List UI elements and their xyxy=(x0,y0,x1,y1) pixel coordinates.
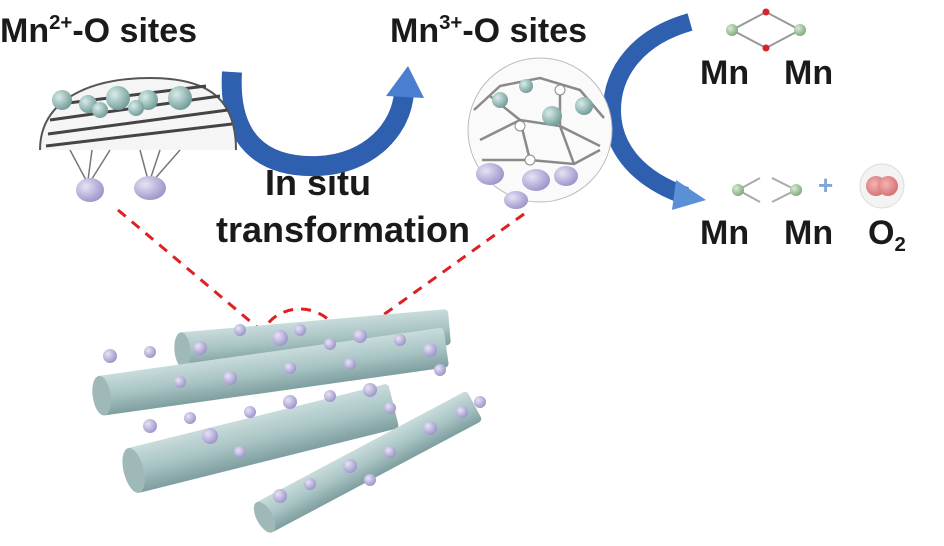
mn2-sites-label: Mn2+-O sites xyxy=(0,11,198,50)
mn2-structure xyxy=(39,76,237,202)
mn2-charge: 2+ xyxy=(49,11,73,34)
mn-bottom-left-label: Mn xyxy=(700,214,750,252)
mn3-sites-label: Mn3+-O sites xyxy=(390,11,588,50)
mn-mn-broken xyxy=(732,177,802,203)
o2-molecule-icon xyxy=(859,163,905,209)
o2-base: O xyxy=(868,214,895,252)
mn2-suffix: -O sites xyxy=(72,12,198,50)
o2-label: O2 xyxy=(868,214,906,255)
product-arrowhead xyxy=(672,180,706,210)
transformation-arrowhead xyxy=(386,66,424,98)
surface-particles xyxy=(103,324,486,503)
mn3-structure xyxy=(467,57,613,209)
o2-subscript: 2 xyxy=(894,234,906,257)
mn-bottom-right-label: Mn xyxy=(784,214,834,252)
mn-top-left-label: Mn xyxy=(700,54,750,92)
nanorod-2 xyxy=(92,327,449,416)
product-split-arrow xyxy=(602,13,706,210)
nanorod-1 xyxy=(174,309,451,369)
mn-o-mn-diamond xyxy=(726,8,806,52)
transform-line2: transformation xyxy=(216,209,471,250)
nanorod-3 xyxy=(122,384,399,493)
mn3-suffix: -O sites xyxy=(462,12,588,50)
transformation-arrow xyxy=(221,66,424,177)
mn2-base: Mn xyxy=(0,12,50,50)
mn3-base: Mn xyxy=(390,12,440,50)
plus-sign: + xyxy=(818,170,834,200)
mn-top-right-label: Mn xyxy=(784,54,834,92)
mn3-charge: 3+ xyxy=(439,11,463,34)
nanorods xyxy=(92,309,486,533)
